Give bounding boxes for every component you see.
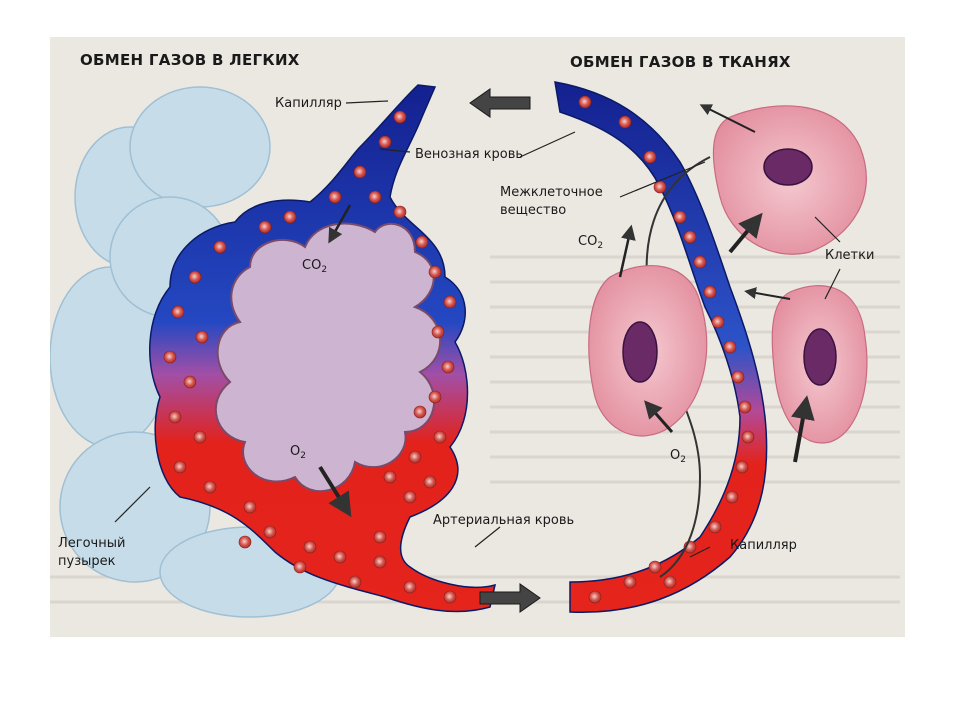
flow-arrow-bottom: [479, 583, 541, 613]
flow-arrows: [469, 88, 541, 613]
label-arterial-blood: Артериальная кровь: [433, 513, 574, 528]
title-lungs: ОБМЕН ГАЗОВ В ЛЕГКИХ: [80, 51, 300, 69]
flow-arrow-top: [469, 88, 531, 118]
co2-cell-arrow-1: [699, 104, 756, 133]
co2-cell-arrow-2: [744, 287, 791, 300]
label-venous-blood: Венозная кровь: [415, 147, 523, 162]
o2-lung-arrow: [318, 465, 352, 518]
label-alveolus-2: пузырек: [58, 554, 116, 569]
gas-o2-lung: O2: [290, 444, 306, 461]
o2-tissue-arrow-left: [644, 400, 674, 433]
gas-exchange-figure: ОБМЕН ГАЗОВ В ЛЕГКИХ ОБМЕН ГАЗОВ В ТКАНЯ…: [50, 37, 905, 637]
label-capillary-bottom: Капилляр: [730, 538, 797, 553]
gas-arrows: [318, 104, 815, 518]
nucleus-left: [622, 321, 658, 383]
co2-lung-arrow: [328, 204, 352, 244]
o2-tissue-arrow-top: [728, 212, 763, 254]
label-cells: Клетки: [825, 248, 874, 263]
tissue-red-blood-cells: [578, 95, 755, 604]
lung-red-blood-cells: [163, 110, 457, 604]
gas-co2-lung: CO2: [302, 258, 327, 275]
leader-lines: [114, 100, 841, 558]
alveolus-inner-space: [214, 222, 442, 493]
tissue-cells: [588, 105, 868, 444]
title-tissues: ОБМЕН ГАЗОВ В ТКАНЯХ: [570, 53, 791, 71]
co2-tissue-arrow: [618, 224, 636, 278]
label-capillary-top: Капилляр: [275, 96, 342, 111]
nucleus-right: [803, 328, 837, 386]
label-alveolus-1: Легочный: [58, 536, 125, 551]
gas-o2-tissue: O2: [670, 448, 686, 465]
label-intercellular-1: Межклеточное: [500, 185, 603, 200]
label-intercellular-2: вещество: [500, 203, 566, 218]
gas-co2-tissue: CO2: [578, 234, 603, 251]
o2-tissue-arrow-right: [791, 395, 815, 463]
nucleus-top: [763, 148, 813, 186]
